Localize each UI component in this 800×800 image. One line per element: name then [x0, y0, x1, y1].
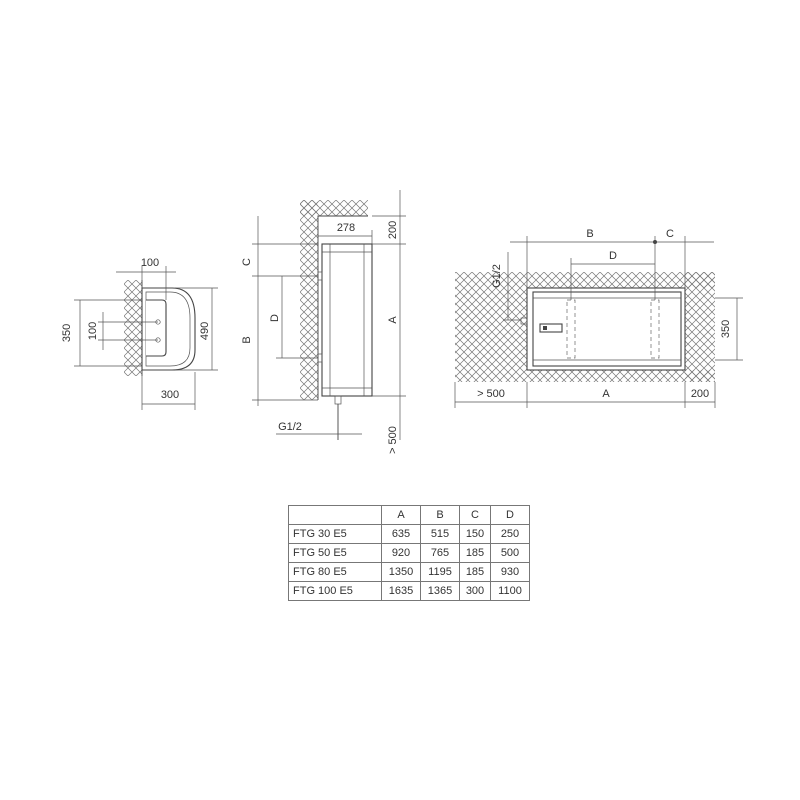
- horizontal-height-label: 350: [720, 320, 732, 338]
- side-view: 100 350 100 490 300: [61, 257, 218, 410]
- horizontal-label-a: A: [602, 388, 610, 400]
- table-cell: 635: [381, 524, 421, 544]
- side-height-inner-label: 100: [87, 322, 99, 340]
- table-header-cell: D: [490, 505, 530, 525]
- horizontal-clearance-right-label: 200: [691, 388, 709, 400]
- side-height-outer-label: 350: [61, 324, 73, 342]
- table-cell: 185: [459, 562, 491, 582]
- table-cell: 1350: [381, 562, 421, 582]
- table-cell: 500: [490, 543, 530, 563]
- table-header-cell: B: [420, 505, 460, 525]
- table-cell: 920: [381, 543, 421, 563]
- horizontal-label-c: C: [666, 228, 674, 240]
- table-cell: 1100: [490, 581, 530, 601]
- front-view: 278 200 A > 500 C B D G1/2: [241, 190, 406, 454]
- table-row: FTG 30 E5 635 515 150 250: [288, 524, 530, 544]
- table-header-cell: A: [381, 505, 421, 525]
- wall-hatch-left: [455, 272, 527, 382]
- horizontal-view: B C D G1/2 350 > 500 A 200: [454, 228, 743, 408]
- table-cell: 185: [459, 543, 491, 563]
- control-panel-icon: [539, 323, 563, 333]
- horizontal-label-b: B: [586, 228, 593, 240]
- wall-hatch: [124, 280, 142, 376]
- front-clearance-bottom-label: > 500: [387, 426, 399, 454]
- table-header-cell: C: [459, 505, 491, 525]
- front-pipe-label: G1/2: [278, 421, 302, 433]
- front-depth-top-label: 278: [337, 222, 355, 234]
- table-cell-model: FTG 50 E5: [288, 543, 382, 563]
- table-cell: 930: [490, 562, 530, 582]
- horizontal-label-d: D: [609, 250, 617, 262]
- table-cell: 1365: [420, 581, 460, 601]
- front-clearance-top-label: 200: [387, 221, 399, 239]
- wall-hatch-side: [300, 200, 318, 400]
- heater-front-outline: [321, 243, 373, 397]
- front-label-c: C: [241, 258, 253, 266]
- table-cell-model: FTG 30 E5: [288, 524, 382, 544]
- table-cell: 765: [420, 543, 460, 563]
- side-width-bottom-label: 300: [161, 389, 179, 401]
- wall-hatch-top: [527, 272, 715, 288]
- side-width-top-label: 100: [141, 257, 159, 269]
- table-cell: 1635: [381, 581, 421, 601]
- dimension-table: A B C D FTG 30 E5 635 515 150 250 FTG 50…: [288, 505, 530, 601]
- front-label-d: D: [269, 314, 281, 322]
- table-cell: 515: [420, 524, 460, 544]
- table-row: FTG 100 E5 1635 1365 300 1100: [288, 581, 530, 601]
- table-row: FTG 80 E5 1350 1195 185 930: [288, 562, 530, 582]
- table-cell-model: FTG 80 E5: [288, 562, 382, 582]
- horizontal-clearance-left-label: > 500: [477, 388, 505, 400]
- table-cell: 300: [459, 581, 491, 601]
- table-row: FTG 50 E5 920 765 185 500: [288, 543, 530, 563]
- wall-hatch-bottom: [527, 370, 715, 382]
- horizontal-pipe-label: G1/2: [491, 264, 503, 288]
- front-label-a: A: [387, 316, 399, 324]
- table-header-row: A B C D: [288, 505, 530, 525]
- front-label-b: B: [241, 336, 253, 343]
- table-cell: 150: [459, 524, 491, 544]
- wall-hatch-right: [685, 272, 715, 382]
- table-cell-model: FTG 100 E5: [288, 581, 382, 601]
- table-cell: 250: [490, 524, 530, 544]
- table-cell: 1195: [420, 562, 460, 582]
- table-header-cell: [288, 505, 382, 525]
- side-depth-label: 490: [199, 322, 211, 340]
